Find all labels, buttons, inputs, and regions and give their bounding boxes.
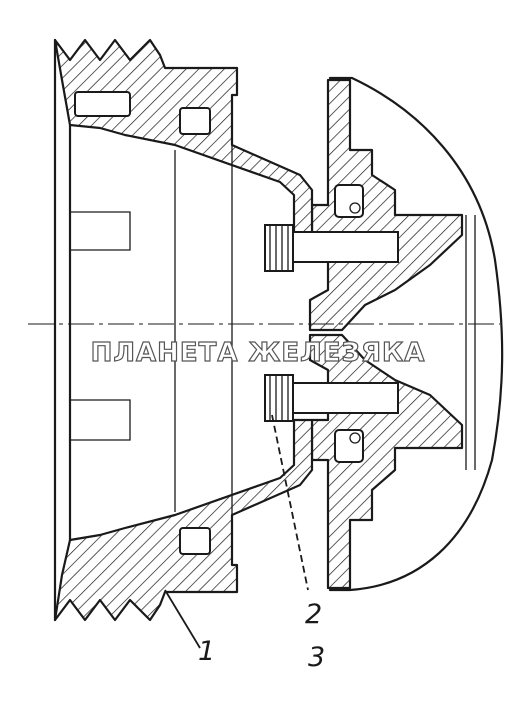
callout-label-1: 1	[198, 636, 215, 667]
hub-housing	[328, 76, 504, 592]
pulley-body-upper	[53, 38, 314, 247]
bolt-lower	[264, 374, 399, 422]
bolt-upper	[264, 224, 399, 272]
pulley-body-lower	[53, 418, 314, 622]
pulley-inner-outline	[53, 38, 233, 622]
oil-seal-upper	[334, 184, 364, 218]
callout-label-3: 3	[308, 642, 325, 673]
pulley-plug-upper	[74, 91, 211, 135]
callout-label-2: 2	[305, 599, 322, 630]
hub-flange-lower	[308, 333, 464, 590]
leader-line-2	[271, 414, 309, 591]
watermark-text: ПЛАНЕТА ЖЕЛЕЗЯКА	[91, 338, 426, 368]
pulley-plug-lower	[179, 527, 211, 555]
oil-seal-lower	[334, 429, 364, 463]
hub-flange-upper	[308, 78, 464, 332]
leader-line-1	[164, 589, 201, 649]
